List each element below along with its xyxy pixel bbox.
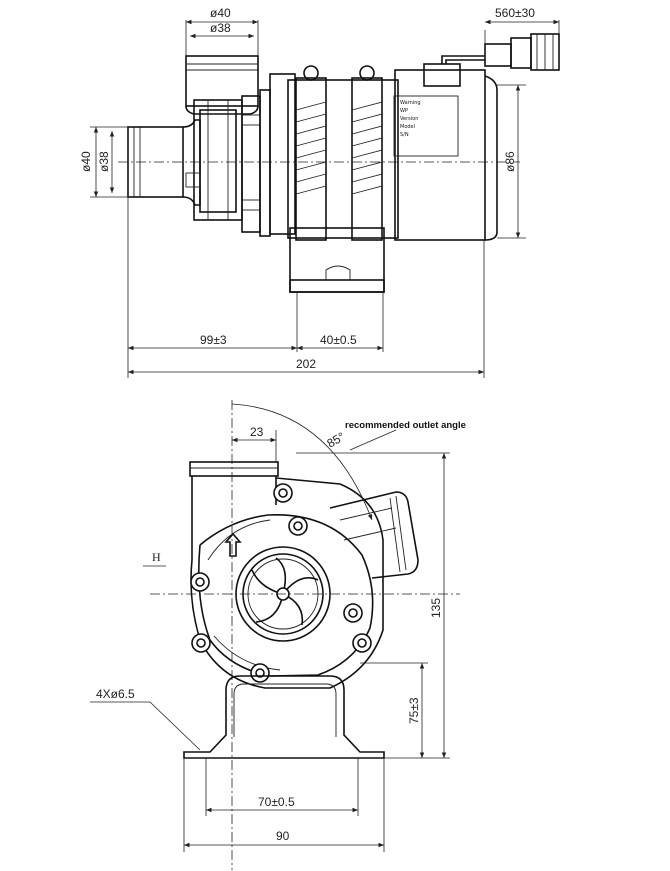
dim-bracket-offset: 99±3 <box>200 333 227 347</box>
dim-height-marker: H <box>152 550 161 564</box>
front-bolts <box>190 483 372 683</box>
side-mount-bracket <box>289 227 385 293</box>
svg-text:S/N: S/N <box>400 132 409 138</box>
dim-side-id: ø38 <box>97 151 111 172</box>
dim-height-center: 75±3 <box>407 697 421 724</box>
dim-outlet-id: ø38 <box>210 21 231 35</box>
svg-text:WP: WP <box>400 108 408 114</box>
side-outlet-pipe <box>185 55 259 115</box>
dim-mount-holes: 4Xø6.5 <box>96 687 135 701</box>
front-housing <box>190 477 384 689</box>
svg-text:Model: Model <box>400 124 415 130</box>
dim-overall-length: 202 <box>296 357 316 371</box>
front-mount-bracket <box>183 675 385 759</box>
dim-side-od: ø40 <box>79 151 93 172</box>
flow-arrow-icon <box>224 532 242 557</box>
side-motor-body: Warning WP Version Model S/N <box>287 33 560 241</box>
side-volute-housing <box>185 73 296 237</box>
dim-cable-length: 560±30 <box>495 6 535 20</box>
dim-body-diameter: ø86 <box>503 151 517 172</box>
dim-base-width: 90 <box>276 829 290 843</box>
dim-bolt-spacing: 70±0.5 <box>258 795 295 809</box>
dim-bracket-spacing: 40±0.5 <box>320 333 357 347</box>
front-outlet-pipe <box>189 461 279 560</box>
dim-outlet-offset: 23 <box>250 425 264 439</box>
side-inlet-pipe <box>127 119 201 206</box>
front-angled-outlet <box>329 491 419 579</box>
dim-height-total: 135 <box>429 598 443 618</box>
dim-outlet-od: ø40 <box>210 6 231 20</box>
front-view: recommended outlet angle 23 85° H 4Xø6.5… <box>90 400 466 870</box>
svg-text:Version: Version <box>400 116 418 122</box>
svg-text:Warning: Warning <box>400 100 421 106</box>
side-view: Warning WP Version Model S/N <box>79 6 560 378</box>
outlet-angle-note: recommended outlet angle <box>345 420 466 431</box>
side-clamp-bands <box>295 65 383 241</box>
